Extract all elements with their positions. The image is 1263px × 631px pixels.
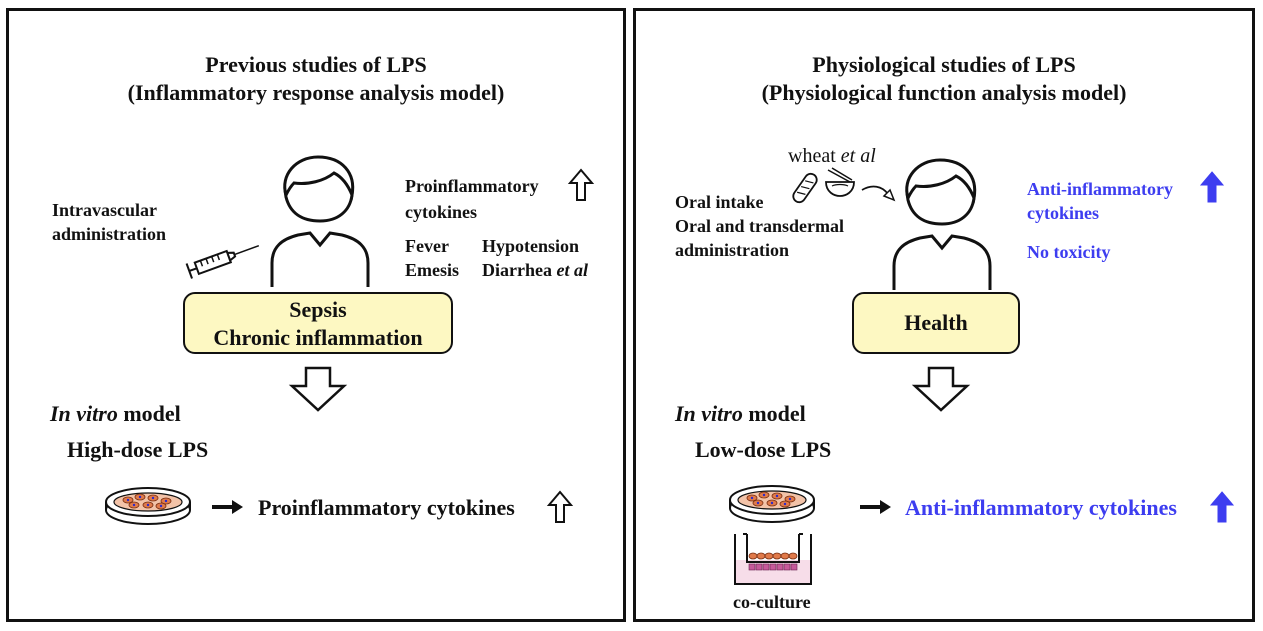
right-arrow-icon [860, 500, 891, 514]
syringe-icon [185, 244, 260, 279]
condition-box: Sepsis Chronic inflammation [183, 292, 453, 354]
hollow-down-arrow-icon [288, 366, 348, 412]
left-invitro-label: In vitro model [50, 401, 181, 426]
person-icon [892, 158, 992, 290]
box-line-chronic: Chronic inflammation [213, 325, 423, 350]
hollow-up-arrow-icon [546, 490, 574, 523]
right-title-line1: Physiological studies of LPS [812, 52, 1076, 77]
hollow-down-arrow-icon [911, 366, 971, 412]
right-effect-line1: Anti-inflammatory [1027, 179, 1173, 199]
solid-up-arrow-icon [1199, 171, 1225, 203]
right-title-line2: (Physiological function analysis model) [761, 80, 1127, 105]
left-result-label: Proinflammatory cytokines [258, 495, 515, 520]
symptom-hypotension: Hypotension [482, 236, 580, 256]
right-invitro-label: In vitro model [675, 401, 806, 426]
coculture-well-icon [734, 533, 812, 585]
right-route-line2: Oral and transdermal [675, 216, 844, 236]
right-route-line1: Oral intake [675, 192, 764, 212]
left-title-line1: Previous studies of LPS [205, 52, 427, 77]
health-label: Health [904, 310, 968, 335]
left-effect-line1: Proinflammatory [405, 176, 539, 196]
petri-dish-icon [729, 485, 815, 523]
right-arrow-icon [212, 500, 243, 514]
left-route-line2: administration [52, 224, 167, 244]
right-result-label: Anti-inflammatory cytokines [905, 495, 1177, 520]
right-effect-line3: No toxicity [1027, 242, 1111, 262]
left-title-line2: (Inflammatory response analysis model) [127, 80, 505, 105]
left-route-line1: Intravascular [52, 200, 157, 220]
symptom-emesis: Emesis [405, 260, 459, 280]
right-route-line3: administration [675, 240, 790, 260]
health-box: Health [852, 292, 1020, 354]
petri-dish-icon [105, 487, 191, 525]
box-line-sepsis: Sepsis [289, 297, 347, 322]
right-dose-label: Low-dose LPS [695, 437, 832, 462]
coculture-label: co-culture [733, 592, 811, 612]
left-effect-line2: cytokines [405, 202, 477, 222]
curved-arrow-icon [861, 185, 896, 202]
symptom-diarrhea: Diarrhea et al [482, 260, 588, 280]
left-dose-label: High-dose LPS [67, 437, 209, 462]
bowl-icon [825, 167, 855, 197]
hollow-up-arrow-icon [567, 168, 595, 201]
symptom-fever: Fever [405, 236, 449, 256]
solid-up-arrow-icon [1209, 491, 1235, 523]
bread-icon [792, 172, 818, 204]
right-effect-line2: cytokines [1027, 203, 1099, 223]
food-label: wheat et al [788, 145, 876, 167]
person-icon [270, 155, 370, 287]
